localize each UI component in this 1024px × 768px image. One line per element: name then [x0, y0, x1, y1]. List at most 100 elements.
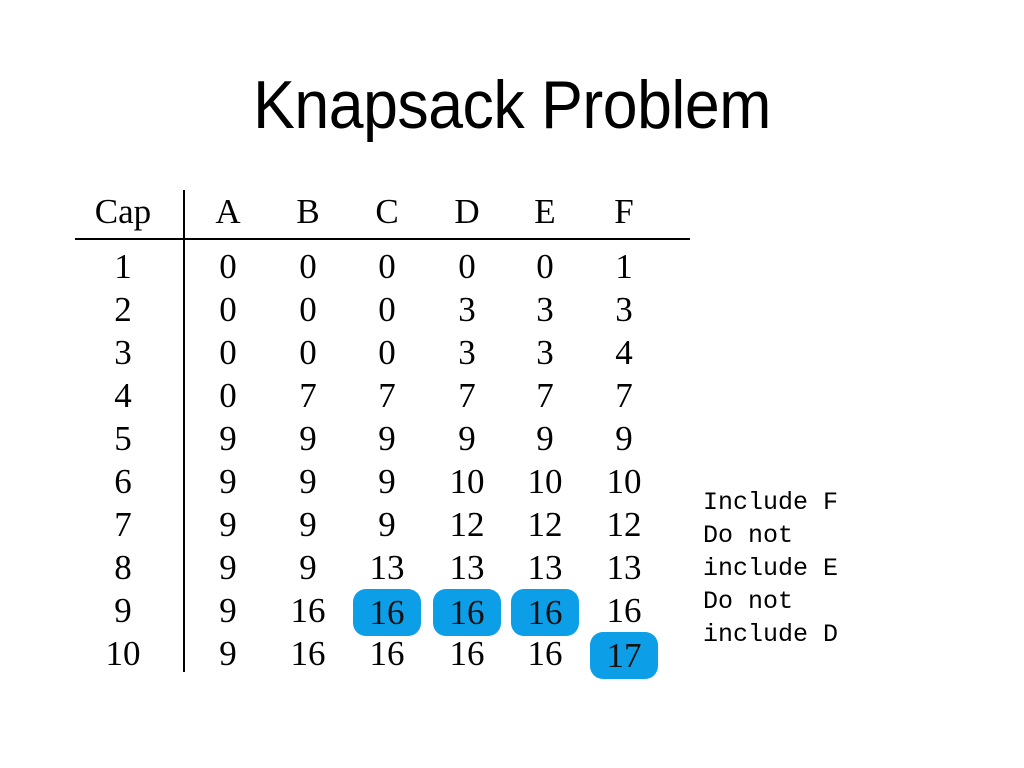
table-row: 8 9 9 13 13 13 13: [75, 546, 695, 589]
cap-value: 6: [114, 462, 132, 501]
cell-e-10: 16: [527, 634, 563, 673]
table-row: 4 0 7 7 7 7 7: [75, 374, 695, 417]
cell-b-3: 0: [299, 333, 317, 372]
annotation-line-3: include E: [703, 554, 839, 583]
cell-a-3: 0: [219, 333, 237, 372]
cell-c-8: 13: [369, 548, 405, 587]
cell-d-7: 12: [449, 505, 485, 544]
cell-b-4: 7: [299, 376, 317, 415]
table-row: 6 9 9 9 10 10 10: [75, 460, 695, 503]
table-header-row: Cap A B C D E F: [75, 190, 695, 233]
cell-c-9: 16: [347, 589, 427, 637]
cell-d-8: 13: [449, 548, 485, 587]
cap-value: 4: [114, 376, 132, 415]
cell-a-9: 9: [219, 591, 237, 630]
table-row: 7 9 9 9 12 12 12: [75, 503, 695, 546]
cell-b-9: 16: [290, 591, 326, 630]
annotation-line-2: Do not: [703, 521, 794, 550]
cell-e-1: 0: [536, 247, 554, 286]
cell-e-9: 16: [505, 589, 585, 637]
cell-f-2: 3: [615, 290, 633, 329]
cell-f-1: 1: [615, 247, 633, 286]
cell-a-5: 9: [219, 419, 237, 458]
cap-value: 10: [105, 634, 141, 673]
cap-value: 1: [114, 247, 132, 286]
cell-b-7: 9: [299, 505, 317, 544]
cell-f-4: 7: [615, 376, 633, 415]
column-header-cap: Cap: [94, 192, 152, 231]
cell-f-6: 10: [606, 462, 642, 501]
table-header-rule: [75, 238, 690, 240]
column-header-a: A: [215, 192, 241, 231]
cell-e-2: 3: [536, 290, 554, 329]
cell-b-1: 0: [299, 247, 317, 286]
cell-b-8: 9: [299, 548, 317, 587]
cell-f-8: 13: [606, 548, 642, 587]
highlight-box: 16: [511, 589, 579, 637]
cell-f-7: 12: [606, 505, 642, 544]
cell-a-8: 9: [219, 548, 237, 587]
cell-e-6: 10: [527, 462, 563, 501]
cell-d-10: 16: [449, 634, 485, 673]
page-title: Knapsack Problem: [253, 67, 771, 143]
cell-f-5: 9: [615, 419, 633, 458]
cell-a-4: 0: [219, 376, 237, 415]
cell-e-3: 3: [536, 333, 554, 372]
cell-c-2: 0: [378, 290, 396, 329]
cell-c-1: 0: [378, 247, 396, 286]
cell-c-7: 9: [378, 505, 396, 544]
cell-b-6: 9: [299, 462, 317, 501]
cell-b-5: 9: [299, 419, 317, 458]
cell-c-4: 7: [378, 376, 396, 415]
cell-a-2: 0: [219, 290, 237, 329]
cell-d-4: 7: [458, 376, 476, 415]
annotation-text: Include F Do not include E Do not include D: [703, 486, 1003, 651]
table-row: 2 0 0 0 3 3 3: [75, 288, 695, 331]
cap-value: 5: [114, 419, 132, 458]
cell-a-10: 9: [219, 634, 237, 673]
cap-value: 2: [114, 290, 132, 329]
highlight-box: 16: [433, 589, 501, 637]
cap-value: 7: [114, 505, 132, 544]
cell-c-6: 9: [378, 462, 396, 501]
cell-d-6: 10: [449, 462, 485, 501]
column-header-c: C: [375, 192, 399, 231]
highlight-box: 17: [590, 632, 658, 680]
cell-f-9: 16: [606, 591, 642, 630]
cell-d-3: 3: [458, 333, 476, 372]
cap-value: 3: [114, 333, 132, 372]
cap-value: 9: [114, 591, 132, 630]
cell-e-8: 13: [527, 548, 563, 587]
annotation-line-4: Do not: [703, 587, 794, 616]
annotation-line-1: Include F: [703, 488, 839, 517]
cell-b-2: 0: [299, 290, 317, 329]
cap-value: 8: [114, 548, 132, 587]
table-row: 3 0 0 0 3 3 4: [75, 331, 695, 374]
cell-d-5: 9: [458, 419, 476, 458]
annotation-line-5: include D: [703, 620, 839, 649]
cell-a-7: 9: [219, 505, 237, 544]
column-header-e: E: [534, 192, 556, 231]
column-header-f: F: [614, 192, 634, 231]
cell-f-3: 4: [615, 333, 633, 372]
cell-d-9: 16: [427, 589, 507, 637]
cell-d-1: 0: [458, 247, 476, 286]
cell-e-4: 7: [536, 376, 554, 415]
cell-d-2: 3: [458, 290, 476, 329]
cell-e-5: 9: [536, 419, 554, 458]
table-column-divider: [183, 190, 185, 672]
column-header-d: D: [454, 192, 480, 231]
table-row: 5 9 9 9 9 9 9: [75, 417, 695, 460]
table-row: 10 9 16 16 16 16 17: [75, 632, 695, 680]
column-header-b: B: [296, 192, 320, 231]
cell-c-5: 9: [378, 419, 396, 458]
cell-e-7: 12: [527, 505, 563, 544]
cell-c-3: 0: [378, 333, 396, 372]
cell-a-6: 9: [219, 462, 237, 501]
cell-f-10: 17: [584, 632, 664, 680]
cell-b-10: 16: [290, 634, 326, 673]
cell-c-10: 16: [369, 634, 405, 673]
